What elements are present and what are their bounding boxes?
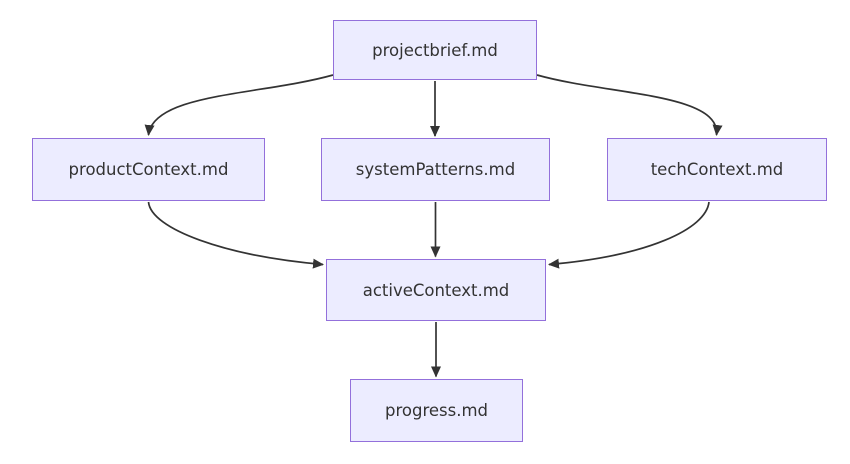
edge-projectbrief-productContext xyxy=(144,74,334,136)
node-techContext-label: techContext.md xyxy=(650,160,784,179)
node-techContext: techContext.md xyxy=(607,138,827,201)
edge-techContext-activeContext xyxy=(548,201,710,269)
node-progress-label: progress.md xyxy=(384,401,489,420)
node-productContext-label: productContext.md xyxy=(68,160,229,179)
node-activeContext-label: activeContext.md xyxy=(362,280,510,300)
node-activeContext: activeContext.md xyxy=(326,259,546,321)
edge-productContext-activeContext xyxy=(147,201,324,269)
node-projectbrief-label: projectbrief.md xyxy=(372,40,498,60)
node-systemPatterns-label: systemPatterns.md xyxy=(355,160,516,179)
node-productContext: productContext.md xyxy=(32,138,265,201)
node-projectbrief: projectbrief.md xyxy=(333,20,537,80)
edge-projectbrief-techContext xyxy=(536,74,723,136)
node-systemPatterns: systemPatterns.md xyxy=(321,138,550,201)
node-progress: progress.md xyxy=(350,379,523,442)
